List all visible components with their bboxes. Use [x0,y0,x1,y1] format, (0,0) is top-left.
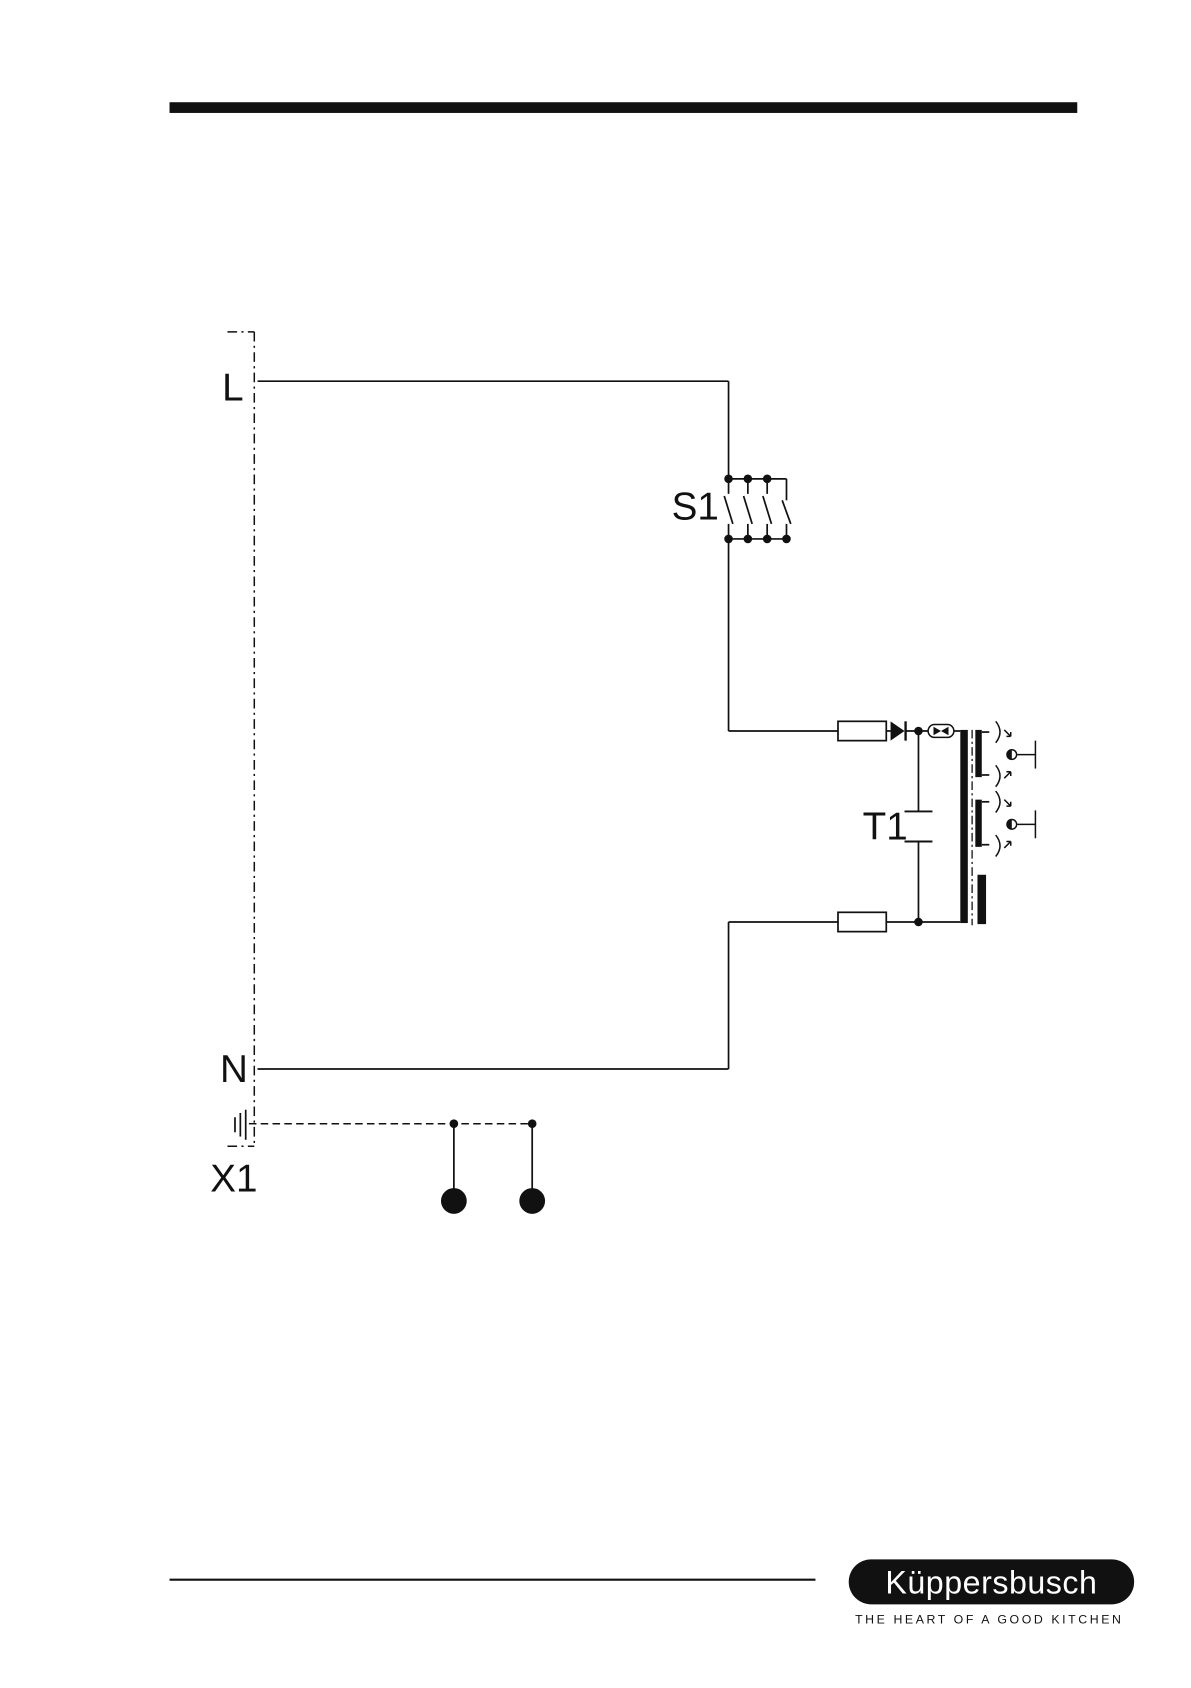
line-wire [258,381,729,479]
terminal-block-label: X1 [210,1157,257,1200]
switched-wire [729,539,838,731]
earth-symbol [235,1110,246,1140]
terminal-block-outline [227,332,254,1146]
diode [891,721,929,740]
brand-name: Küppersbusch [885,1565,1097,1601]
neutral-wire [258,922,961,1069]
electrode-tips [1007,750,1017,829]
lower-resistor [838,912,886,931]
brand-tagline: THE HEART OF A GOOD KITCHEN [855,1613,1123,1627]
transformer-label: T1 [863,805,908,848]
spark-electrodes [996,721,1036,856]
capacitor [905,731,933,922]
earth-terminal-right [519,1188,545,1214]
ignition-transformer [960,730,989,925]
earth-terminal-left [441,1188,467,1214]
terminal-l-label: L [222,367,243,410]
switch-s1 [724,475,791,544]
earth-wire [249,1119,545,1213]
neutral-junction [914,918,923,927]
switch-label: S1 [672,486,719,529]
terminal-n-label: N [220,1048,248,1091]
fuse [928,725,960,738]
header-rule [170,102,1078,113]
upper-resistor [838,721,886,740]
brand-logo: Küppersbusch THE HEART OF A GOOD KITCHEN [849,1559,1134,1626]
